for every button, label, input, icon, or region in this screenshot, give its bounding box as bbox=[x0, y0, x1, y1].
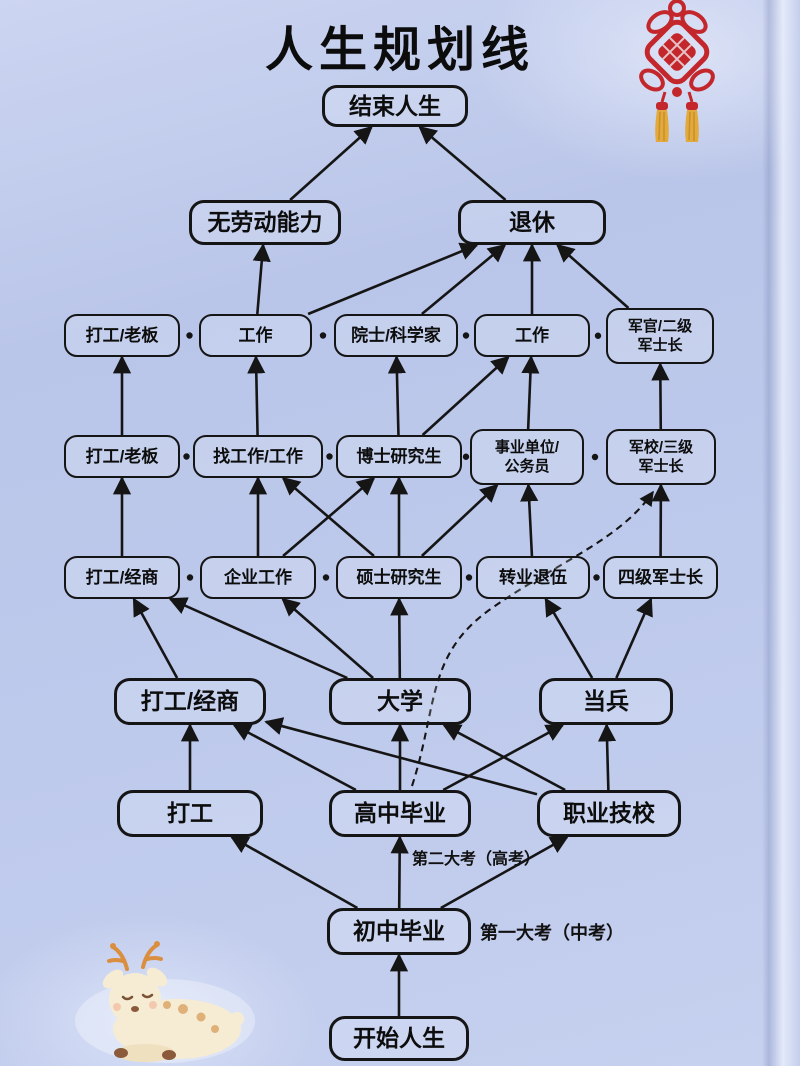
flow-arrow bbox=[421, 355, 510, 436]
flow-arrow bbox=[651, 362, 670, 430]
separator-dot bbox=[594, 332, 602, 339]
separator-dot bbox=[186, 332, 193, 339]
flow-arrow bbox=[521, 355, 540, 430]
separator-dot bbox=[322, 574, 330, 581]
flow-arrow bbox=[597, 723, 617, 791]
node-university: 大学 bbox=[329, 678, 471, 725]
flow-arrow bbox=[544, 597, 594, 679]
node-no-work-ability: 无劳动能力 bbox=[189, 200, 341, 245]
exam-label-zhongkao: 第一大考（中考） bbox=[480, 923, 624, 943]
node-civil-servant: 事业单位/ 公务员 bbox=[470, 429, 584, 485]
flow-arrow bbox=[615, 597, 653, 679]
separator-dot bbox=[462, 453, 470, 460]
separator-dot bbox=[465, 574, 473, 581]
node-vocational-school: 职业技校 bbox=[537, 790, 681, 837]
node-join-army: 当兵 bbox=[539, 678, 673, 725]
node-work-left: 工作 bbox=[199, 314, 312, 357]
separator-dot bbox=[326, 453, 333, 460]
flow-arrow bbox=[281, 597, 374, 679]
node-phd-student: 博士研究生 bbox=[336, 435, 462, 478]
node-work-after-school: 打工 bbox=[117, 790, 263, 837]
flow-arrow bbox=[390, 597, 409, 679]
node-juniorhigh-graduate: 初中毕业 bbox=[327, 908, 471, 955]
flow-arrow bbox=[252, 243, 271, 315]
flow-arrow bbox=[442, 723, 566, 792]
flow-arrow bbox=[132, 597, 179, 679]
flow-arrow bbox=[421, 243, 507, 315]
node-find-work: 找工作/工作 bbox=[193, 435, 323, 478]
flow-arrow bbox=[289, 125, 373, 201]
separator-dot bbox=[462, 332, 470, 339]
flow-arrow bbox=[230, 835, 359, 910]
flow-arrow bbox=[232, 723, 357, 792]
node-demobilize: 转业退伍 bbox=[476, 556, 590, 599]
separator-dot bbox=[186, 574, 194, 581]
flow-arrow bbox=[281, 476, 375, 557]
node-academician-scientist: 院士/科学家 bbox=[334, 314, 458, 357]
flow-arrow bbox=[387, 355, 407, 436]
flow-arrow bbox=[264, 717, 538, 796]
node-master-student: 硕士研究生 bbox=[336, 556, 462, 599]
flow-arrow bbox=[390, 835, 409, 909]
deer-cartoon bbox=[75, 941, 255, 1063]
flow-arrow bbox=[442, 723, 565, 792]
node-end-life: 结束人生 bbox=[322, 85, 468, 127]
node-retirement: 退休 bbox=[458, 200, 606, 245]
flow-arrow bbox=[520, 483, 539, 557]
node-sergeant-major-4: 四级军士长 bbox=[603, 556, 718, 599]
node-work-business-lower: 打工/经商 bbox=[114, 678, 266, 725]
flow-arrow bbox=[556, 243, 630, 309]
node-work-business-upper: 打工/经商 bbox=[64, 556, 180, 599]
separator-dot bbox=[593, 574, 600, 581]
flow-arrow bbox=[307, 242, 479, 316]
separator-dot bbox=[183, 453, 190, 460]
chinese-knot-icon bbox=[639, 0, 715, 142]
node-military-academy: 军校/三级 军士长 bbox=[606, 429, 716, 485]
page-title: 人生规划线 bbox=[264, 24, 535, 77]
node-highschool-graduate: 高中毕业 bbox=[329, 790, 471, 837]
separator-dot bbox=[319, 332, 327, 339]
flow-arrow bbox=[282, 476, 376, 557]
node-officer-sergeant-major-2: 军官/二级 军士长 bbox=[606, 308, 714, 364]
separator-dot bbox=[591, 453, 599, 461]
node-company-job: 企业工作 bbox=[200, 556, 316, 599]
flow-arrow bbox=[247, 355, 266, 436]
flow-arrow bbox=[418, 125, 507, 201]
exam-label-gaokao: 第二大考（高考） bbox=[412, 851, 541, 868]
flow-arrow bbox=[420, 483, 499, 557]
node-start-life: 开始人生 bbox=[329, 1016, 469, 1061]
flow-arrow-dashed bbox=[411, 490, 654, 787]
node-work-right: 工作 bbox=[474, 314, 590, 357]
node-worker-boss-top: 打工/老板 bbox=[64, 314, 180, 357]
flow-arrow bbox=[168, 597, 348, 680]
node-worker-boss-mid: 打工/老板 bbox=[64, 435, 180, 478]
page-edge bbox=[762, 0, 800, 1066]
